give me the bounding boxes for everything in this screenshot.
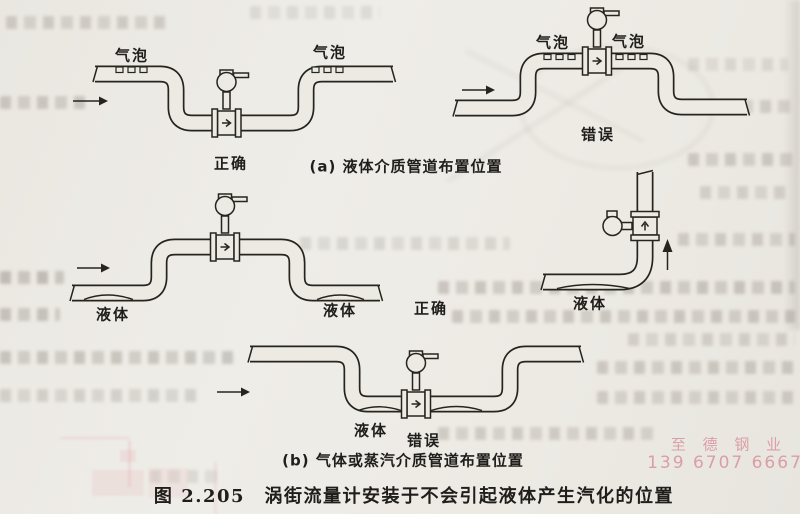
pink-bleed-mark: [120, 450, 136, 462]
label-liquid: 液体: [353, 421, 389, 440]
bleed-text: [452, 310, 795, 323]
label-verdict-correct: 正确: [413, 299, 449, 318]
bubble-marks-left: [543, 53, 576, 61]
liquid-puddle: [556, 283, 631, 290]
bleed-text: [6, 16, 166, 29]
label-bubble: 气泡: [611, 32, 647, 51]
bleed-text: [0, 308, 60, 321]
liquid-puddle: [83, 294, 134, 301]
bleed-text: [688, 153, 793, 166]
flow-arrow: [217, 387, 250, 397]
diagram-liquid-hump-wrong: [452, 7, 751, 117]
diagram-gas-dip-wrong: [217, 345, 585, 419]
label-bubble: 气泡: [114, 46, 150, 65]
bleed-text: [0, 271, 64, 284]
liquid-puddle: [316, 294, 365, 301]
flow-arrow-up: [662, 239, 673, 270]
bleed-text: [0, 389, 200, 402]
section-a-caption: (a) 液体介质管道布置位置: [309, 157, 503, 176]
vortex-flowmeter-icon: [602, 210, 660, 242]
flow-arrow: [77, 263, 110, 273]
bleed-text: [678, 233, 795, 246]
page-edge-shadow: [784, 0, 800, 330]
bleed-text: [0, 351, 238, 364]
liquid-puddle: [430, 405, 483, 412]
pink-bleed-mark: [60, 437, 130, 439]
label-liquid: 液体: [322, 301, 358, 320]
diagram-gas-vertical-correct: [540, 169, 673, 291]
flow-arrow: [73, 96, 108, 106]
watermark-company: 至 德 钢 业: [670, 435, 788, 454]
section-b-caption: (b) 气体或蒸汽介质管道布置位置: [282, 451, 524, 470]
bleed-text: [0, 96, 92, 109]
bleed-text: [250, 6, 380, 19]
liquid-puddle: [357, 406, 402, 412]
bleed-text: [597, 391, 797, 404]
diagram-liquid-dip-correct: [73, 65, 397, 138]
bleed-text: [150, 470, 220, 483]
flow-arrow: [462, 85, 495, 95]
bleed-text: [300, 237, 510, 250]
bleed-text: [688, 58, 788, 71]
label-bubble: 气泡: [535, 33, 571, 52]
label-liquid: 液体: [572, 294, 608, 313]
pink-bleed-mark: [214, 462, 217, 514]
pink-bleed-mark: [128, 441, 131, 487]
bleed-text: [700, 186, 792, 199]
bubble-marks-right: [615, 53, 648, 61]
label-bubble: 气泡: [312, 43, 348, 62]
label-verdict-wrong: 错误: [406, 431, 442, 450]
bleed-text: [597, 361, 797, 374]
pink-bleed-mark: [148, 468, 188, 498]
label-verdict-wrong: 错误: [580, 125, 616, 144]
watermark-phone: 139 6707 6667: [647, 453, 800, 473]
bleed-text: [438, 427, 656, 440]
label-verdict-correct: 正确: [213, 154, 249, 173]
bubble-marks-left: [115, 66, 148, 74]
pink-bleed-mark: [92, 470, 144, 496]
label-liquid: 液体: [95, 305, 131, 324]
figure-caption: 图 2.205 涡街流量计安装于不会引起液体产生汽化的位置: [153, 486, 675, 507]
bubble-marks-right: [311, 66, 344, 74]
bleed-text: [628, 333, 795, 346]
diagram-gas-hump-correct: [69, 193, 384, 302]
